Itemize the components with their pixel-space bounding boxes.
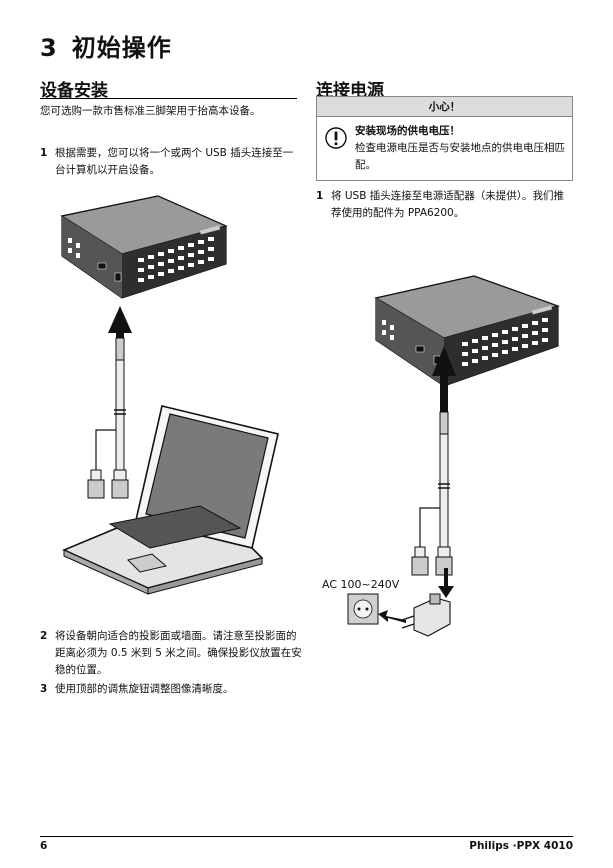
step-text: 使用顶部的调焦旋钮调整图像清晰度。 xyxy=(55,683,234,695)
power-step-1: 1 将 USB 插头连接至电源适配器（未提供）。我们推荐使用的配件为 PPA62… xyxy=(316,188,573,222)
plug-in-arrow-icon xyxy=(378,610,406,623)
setup-intro: 您可选购一款市售标准三脚架用于抬高本设备。 xyxy=(40,105,261,117)
setup-step-3: 3 使用顶部的调焦旋钮调整图像清晰度。 xyxy=(40,681,302,698)
step-number: 2 xyxy=(40,630,48,642)
caution-text: 检查电源电压是否与安装地点的供电电压相匹配。 xyxy=(355,142,565,171)
section-rule-left xyxy=(40,98,297,99)
step-text: 将设备朝向适合的投影面或墙面。请注意至投影面的距离必须为 0.5 米到 5 米之… xyxy=(55,630,302,676)
step-number: 1 xyxy=(40,147,48,159)
step-number: 1 xyxy=(316,190,324,202)
footer-rule xyxy=(40,836,573,837)
caution-box: 小心！ 安装现场的供电电压！ 检查电源电压是否与安装地点的供电电压相匹配。 xyxy=(316,96,573,181)
setup-step-1: 1 根据需要，您可以将一个或两个 USB 插头连接至一台计算机以开启设备。 xyxy=(40,145,302,179)
ac-voltage-label: AC 100~240V xyxy=(322,578,400,591)
down-arrow-icon xyxy=(438,568,454,598)
chapter-number: 3 xyxy=(40,34,58,62)
chapter-title: 初始操作 xyxy=(71,34,172,62)
chapter-heading: 3 初始操作 xyxy=(40,28,172,63)
step-number: 3 xyxy=(40,683,48,695)
caution-title: 安装现场的供电电压！ xyxy=(355,125,460,137)
setup-step-2: 2 将设备朝向适合的投影面或墙面。请注意至投影面的距离必须为 0.5 米到 5 … xyxy=(40,628,302,679)
section-title-setup: 设备安装 xyxy=(40,81,108,101)
projector-icon xyxy=(60,195,228,299)
laptop-icon xyxy=(61,405,279,595)
warning-icon xyxy=(325,127,347,149)
power-adapter-icon xyxy=(401,593,451,637)
wall-socket-icon xyxy=(347,593,379,625)
footer-brand: Philips ·PPX 4010 xyxy=(469,840,573,852)
projector-icon xyxy=(374,275,560,387)
step-text: 将 USB 插头连接至电源适配器（未提供）。我们推荐使用的配件为 PPA6200… xyxy=(331,190,564,219)
caution-header: 小心！ xyxy=(317,97,572,117)
step-text: 根据需要，您可以将一个或两个 USB 插头连接至一台计算机以开启设备。 xyxy=(55,147,294,176)
page-number: 6 xyxy=(40,840,48,852)
projector-power-illustration: AC 100~240V xyxy=(322,275,560,637)
projector-laptop-illustration xyxy=(60,195,279,595)
